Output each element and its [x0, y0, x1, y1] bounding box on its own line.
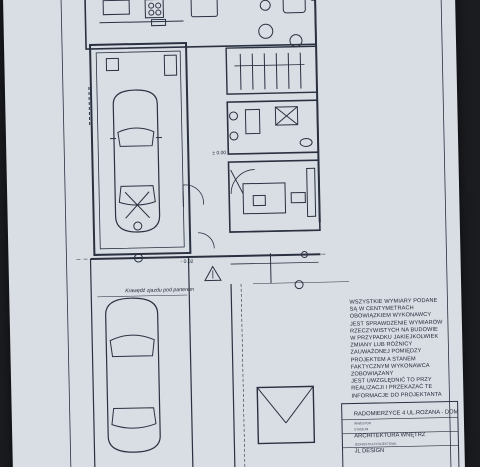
- fence-line: [230, 284, 236, 467]
- car-rear-window: [118, 185, 156, 206]
- armchair-office: [290, 191, 306, 204]
- upper-rooms-outline: [84, 0, 317, 50]
- garage-inner-line: [95, 50, 185, 250]
- frame-line-left: [60, 0, 72, 467]
- driveway-right-edge: [187, 256, 194, 467]
- burner: [155, 9, 162, 16]
- stair-step: [239, 53, 242, 90]
- garage-shelf: [163, 54, 178, 76]
- project-address: RADOMIERZYCE 4 UL.ROŻANA - DOM: [353, 409, 459, 418]
- floor-plan-sheet: ± 0.00 - 0.02 Krawędź zjazdu pod partere…: [3, 0, 465, 467]
- bathroom-walls: [226, 99, 320, 155]
- axis-marker: [300, 251, 308, 259]
- office-door-arc: [230, 169, 255, 195]
- stage-value: ARCHITEKTURA WNĘTRZ: [354, 432, 426, 440]
- title-block: RADOMIERZYCE 4 UL.ROŻANA - DOM INWESTOR …: [350, 407, 473, 460]
- burner: [155, 2, 162, 9]
- desk: [242, 182, 287, 215]
- garage-cabinet: [105, 57, 120, 72]
- car-in-garage: [112, 89, 161, 233]
- stage-small-label: STADIUM: [354, 427, 369, 432]
- stair-step: [287, 52, 290, 89]
- burner: [148, 9, 155, 16]
- counter-line: [99, 20, 184, 24]
- gate-diagonal: [285, 386, 314, 424]
- armchair: [282, 0, 306, 14]
- shower-cross: [275, 106, 298, 126]
- dining-table: [190, 0, 218, 18]
- garage-walls: [88, 41, 192, 256]
- kitchen-counter: [102, 0, 130, 16]
- entrance-door-arc: [182, 184, 204, 205]
- floor-drain: [133, 221, 143, 231]
- stair-arrow: [234, 64, 305, 67]
- terrace-edge: [230, 261, 319, 265]
- axis-marker: [133, 253, 143, 263]
- side-door-arc: [197, 232, 215, 249]
- floor-plan-drawing: ± 0.00 - 0.02: [60, 0, 460, 467]
- gate-box: [256, 385, 316, 445]
- driveway-left-edge: [89, 258, 96, 467]
- title-block-row: [342, 445, 459, 449]
- investor-small-label: INWESTOR: [353, 421, 372, 426]
- level-label-outside: - 0.02: [181, 259, 194, 265]
- general-note: WSZYSTKIE WYMIARY PODANE SĄ W CENTYMETRA…: [349, 297, 469, 400]
- burner: [148, 2, 155, 9]
- office-chair: [252, 194, 266, 207]
- car-on-driveway: [105, 297, 161, 453]
- section-marker: [229, 131, 239, 141]
- sink: [150, 18, 167, 27]
- plant-pot: [259, 0, 271, 11]
- stair-step: [275, 53, 278, 90]
- grid-axis: [76, 253, 329, 260]
- axis-marker: [294, 280, 304, 290]
- car-windshield: [117, 127, 155, 147]
- garage-side-window: [88, 86, 91, 128]
- frame-line-right: [440, 0, 452, 467]
- gate-diagonal: [256, 387, 287, 424]
- driveway-ramp-line: [97, 294, 188, 298]
- stair-step: [299, 52, 302, 89]
- level-label-floor: ± 0.00: [212, 150, 226, 156]
- round-table: [258, 23, 274, 39]
- staircase: [225, 45, 318, 95]
- car-rear-window: [111, 407, 157, 429]
- stair-step: [263, 53, 266, 90]
- title-block-row: [341, 417, 458, 421]
- firm-value: JL DESIGN: [354, 447, 385, 455]
- door-swing-line: [230, 169, 244, 195]
- toilet-cabinet: [244, 108, 261, 135]
- drain-cross: [125, 191, 150, 219]
- stair-step: [251, 53, 254, 90]
- title-block-row: [342, 431, 459, 435]
- dimension-line: [253, 281, 350, 284]
- cooktop: [144, 0, 164, 19]
- car-windshield: [109, 334, 155, 358]
- firm-small-label: JEDNOSTKA PROJEKTOWA: [354, 441, 397, 447]
- washbasin: [299, 137, 313, 147]
- title-block-frame: [341, 400, 460, 467]
- office-bottom-wall: [229, 229, 320, 233]
- bookshelf: [306, 167, 317, 217]
- entrance-arrow-icon: [204, 265, 222, 282]
- section-marker: [229, 111, 239, 121]
- terrace-post: [269, 253, 272, 284]
- shower-tray: [274, 106, 299, 126]
- fence-line-dashed: [240, 283, 246, 467]
